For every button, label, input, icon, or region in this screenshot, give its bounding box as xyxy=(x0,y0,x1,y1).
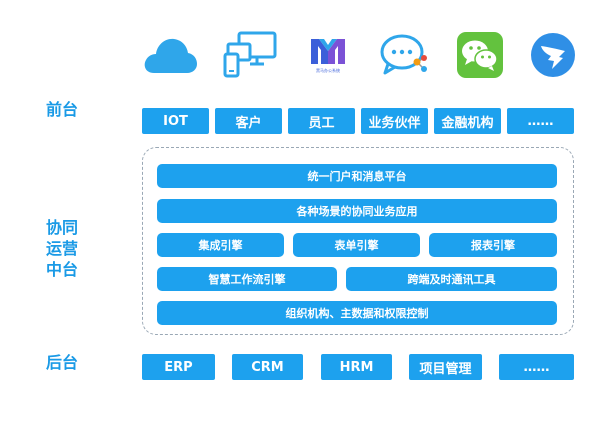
dingtalk-icon xyxy=(528,26,578,84)
back-item-hrm: HRM xyxy=(321,354,392,380)
report-engine: 报表引擎 xyxy=(429,233,557,257)
middle-label-line-3: 中台 xyxy=(45,260,78,279)
back-item-more: …… xyxy=(499,354,574,380)
back-item-crm: CRM xyxy=(232,354,303,380)
back-item-erp: ERP xyxy=(142,354,215,380)
front-item-employee: 员工 xyxy=(288,108,355,134)
middle-label: 协同 运营 中台 xyxy=(37,217,87,280)
wechat-icon xyxy=(454,26,506,84)
front-item-iot: IOT xyxy=(142,108,209,134)
org-data-permission: 组织机构、主数据和权限控制 xyxy=(157,301,557,325)
front-item-customer: 客户 xyxy=(215,108,282,134)
m-logo-caption: 黑马办公系统 xyxy=(316,68,340,73)
m-logo-icon: 黑马办公系统 xyxy=(304,26,352,84)
devices-icon xyxy=(222,26,280,84)
chat-share-icon xyxy=(378,26,430,84)
portal-message-platform: 统一门户和消息平台 xyxy=(157,164,557,188)
integration-engine: 集成引擎 xyxy=(157,233,284,257)
im-tool: 跨端及时通讯工具 xyxy=(346,267,557,291)
back-item-project: 项目管理 xyxy=(409,354,482,380)
front-item-more: …… xyxy=(507,108,574,134)
front-label: 前台 xyxy=(45,100,78,119)
front-item-finance: 金融机构 xyxy=(434,108,501,134)
collaborative-apps: 各种场景的协同业务应用 xyxy=(157,199,557,223)
workflow-engine: 智慧工作流引擎 xyxy=(157,267,337,291)
middle-label-line-2: 运营 xyxy=(45,239,78,258)
middle-label-line-1: 协同 xyxy=(45,218,78,237)
form-engine: 表单引擎 xyxy=(293,233,420,257)
middle-platform-frame xyxy=(142,147,574,335)
cloud-icon xyxy=(140,26,200,84)
front-item-partner: 业务伙伴 xyxy=(361,108,428,134)
back-label: 后台 xyxy=(45,353,78,372)
